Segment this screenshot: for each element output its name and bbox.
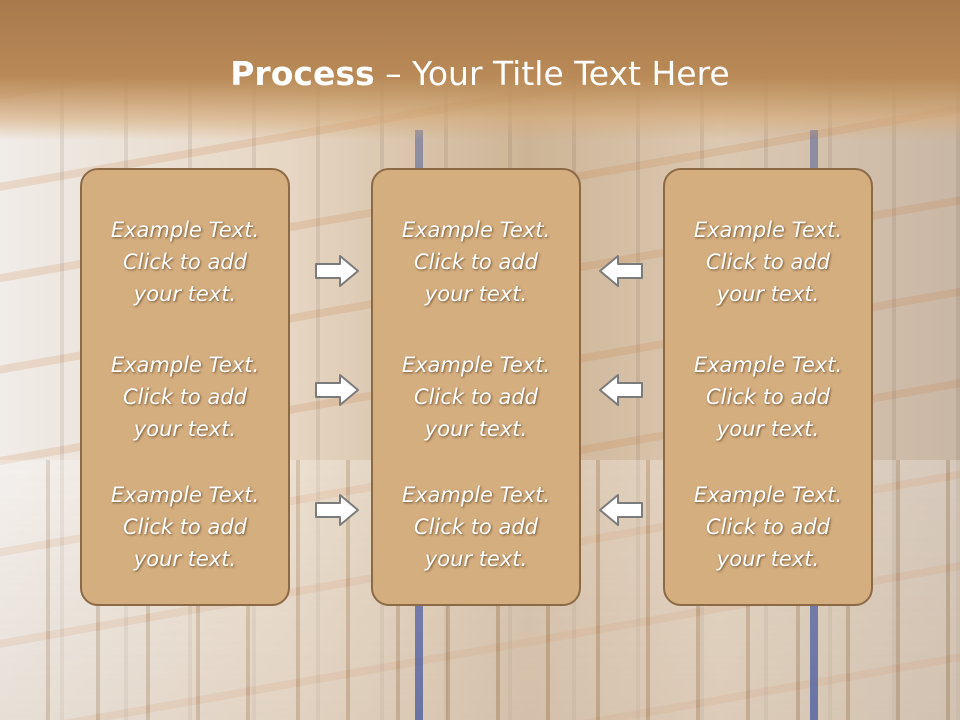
right-panel[interactable]: Example Text. Click to add your text. Ex… bbox=[663, 168, 873, 606]
text-line: Click to add bbox=[413, 385, 538, 409]
text-line: Click to add bbox=[122, 250, 247, 274]
arrow-right-icon bbox=[315, 255, 359, 287]
text-line: your text. bbox=[133, 417, 237, 441]
text-line: your text. bbox=[716, 547, 820, 571]
arrow-right-icon bbox=[315, 494, 359, 526]
arrow-left-icon bbox=[599, 255, 643, 287]
text-line: Click to add bbox=[705, 250, 830, 274]
text-block[interactable]: Example Text. Click to add your text. bbox=[665, 349, 871, 445]
text-line: Click to add bbox=[413, 250, 538, 274]
text-block[interactable]: Example Text. Click to add your text. bbox=[373, 479, 579, 575]
text-line: Example Text. bbox=[401, 353, 551, 377]
text-line: Click to add bbox=[122, 385, 247, 409]
text-block[interactable]: Example Text. Click to add your text. bbox=[373, 214, 579, 310]
center-panel[interactable]: Example Text. Click to add your text. Ex… bbox=[371, 168, 581, 606]
text-line: Example Text. bbox=[401, 483, 551, 507]
text-line: your text. bbox=[133, 282, 237, 306]
text-line: your text. bbox=[133, 547, 237, 571]
text-line: your text. bbox=[424, 547, 528, 571]
text-block[interactable]: Example Text. Click to add your text. bbox=[82, 349, 288, 445]
text-line: your text. bbox=[716, 282, 820, 306]
text-line: Click to add bbox=[122, 515, 247, 539]
text-line: your text. bbox=[424, 282, 528, 306]
text-line: Example Text. bbox=[693, 218, 843, 242]
arrow-left-icon bbox=[599, 494, 643, 526]
text-block[interactable]: Example Text. Click to add your text. bbox=[373, 349, 579, 445]
text-line: Click to add bbox=[705, 385, 830, 409]
text-line: Click to add bbox=[705, 515, 830, 539]
text-line: your text. bbox=[424, 417, 528, 441]
text-line: Example Text. bbox=[693, 483, 843, 507]
title-rest: – Your Title Text Here bbox=[374, 54, 730, 93]
text-line: Click to add bbox=[413, 515, 538, 539]
text-line: Example Text. bbox=[110, 218, 260, 242]
arrow-right-icon bbox=[315, 374, 359, 406]
text-block[interactable]: Example Text. Click to add your text. bbox=[665, 479, 871, 575]
text-block[interactable]: Example Text. Click to add your text. bbox=[82, 479, 288, 575]
title-bold: Process bbox=[230, 54, 375, 93]
text-line: Example Text. bbox=[110, 353, 260, 377]
text-line: Example Text. bbox=[401, 218, 551, 242]
text-line: your text. bbox=[716, 417, 820, 441]
text-line: Example Text. bbox=[110, 483, 260, 507]
text-block[interactable]: Example Text. Click to add your text. bbox=[665, 214, 871, 310]
arrow-left-icon bbox=[599, 374, 643, 406]
text-block[interactable]: Example Text. Click to add your text. bbox=[82, 214, 288, 310]
title-bar bbox=[0, 0, 960, 140]
text-line: Example Text. bbox=[693, 353, 843, 377]
slide-title[interactable]: Process – Your Title Text Here bbox=[0, 52, 960, 96]
left-panel[interactable]: Example Text. Click to add your text. Ex… bbox=[80, 168, 290, 606]
